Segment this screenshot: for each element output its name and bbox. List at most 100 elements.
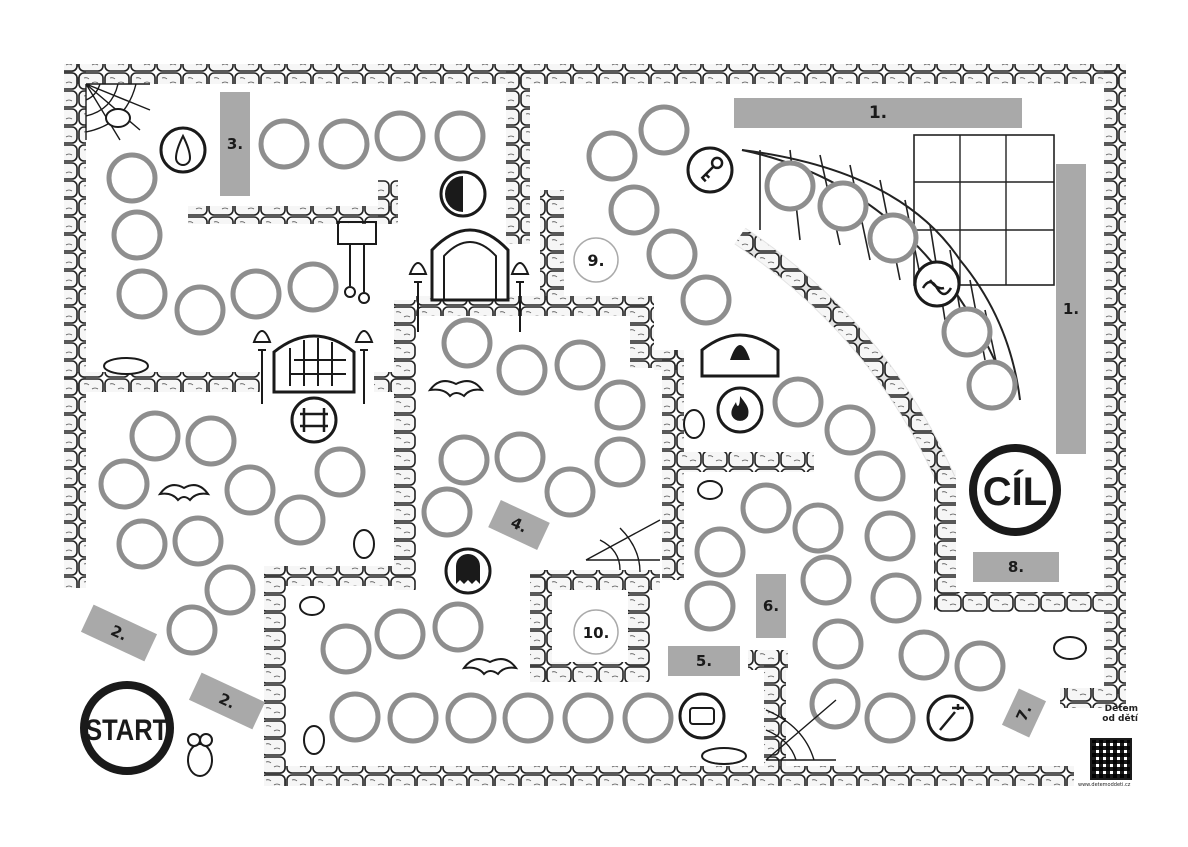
magic-wand-icon [939, 704, 964, 731]
board-space[interactable] [694, 526, 746, 578]
board-space[interactable] [129, 410, 181, 462]
board-space[interactable] [562, 692, 614, 744]
board-space[interactable] [496, 344, 548, 396]
board-space[interactable] [438, 434, 490, 486]
water-drop-space[interactable] [159, 126, 207, 174]
board-space[interactable] [898, 629, 950, 681]
board-space[interactable] [111, 209, 163, 261]
board-space[interactable] [594, 379, 646, 431]
board-space[interactable] [314, 446, 366, 498]
board-space[interactable] [554, 339, 606, 391]
board-space[interactable] [812, 618, 864, 670]
treasure-space[interactable] [678, 692, 726, 740]
finish-space[interactable]: CÍL [969, 444, 1061, 536]
board-space[interactable] [434, 110, 486, 162]
board-space[interactable] [116, 518, 168, 570]
decorations [85, 83, 1087, 777]
board-space[interactable] [870, 572, 922, 624]
torch-icon [252, 262, 530, 404]
path-label-6: 6. [762, 597, 780, 615]
board-space[interactable] [586, 130, 638, 182]
board-space[interactable] [318, 118, 370, 170]
board-space[interactable] [502, 692, 554, 744]
board-space[interactable] [622, 692, 674, 744]
wall-top-divider [506, 64, 530, 244]
board-space[interactable] [740, 482, 792, 534]
wall-chain [188, 206, 396, 224]
ghost-icon [456, 554, 480, 584]
rope-knot-icon [921, 279, 953, 296]
board-space[interactable] [445, 692, 497, 744]
wall-top-divider-lower [540, 190, 564, 300]
board-space[interactable] [374, 608, 426, 660]
board-space[interactable] [792, 502, 844, 554]
board-space[interactable] [421, 486, 473, 538]
board-space[interactable] [954, 640, 1006, 692]
board-space[interactable] [116, 268, 168, 320]
ghost-space[interactable] [444, 547, 492, 595]
board-space[interactable] [864, 510, 916, 562]
board-space[interactable] [387, 692, 439, 744]
board-space[interactable] [224, 464, 276, 516]
magic-wand-space[interactable] [926, 694, 974, 742]
board-space[interactable] [258, 118, 310, 170]
board-space[interactable] [680, 274, 732, 326]
brand-name-line1: Dětem [1104, 704, 1138, 714]
outer-wall-top [64, 64, 1126, 84]
path-label-3: 3. [226, 135, 244, 153]
bat-icon [157, 380, 519, 676]
board-space[interactable] [966, 359, 1018, 411]
board-space[interactable] [854, 450, 906, 502]
board-space[interactable] [98, 458, 150, 510]
board-space[interactable] [772, 376, 824, 428]
board-space[interactable] [824, 404, 876, 456]
board-space[interactable] [817, 180, 869, 232]
key-space[interactable] [686, 146, 734, 194]
room-10-label: 10. [583, 624, 610, 642]
board-space[interactable] [809, 678, 861, 730]
gate-icon [300, 408, 328, 432]
board-space[interactable] [374, 110, 426, 162]
board-space[interactable] [287, 261, 339, 313]
rope-knot-space[interactable] [913, 260, 961, 308]
board-space[interactable] [432, 601, 484, 653]
board-space[interactable] [646, 228, 698, 280]
board-space[interactable] [166, 604, 218, 656]
board-space[interactable] [608, 184, 660, 236]
board-space[interactable] [174, 284, 226, 336]
board-space[interactable] [185, 415, 237, 467]
board-space[interactable] [544, 466, 596, 518]
wall-right-vertical [934, 470, 956, 610]
board-space[interactable] [867, 212, 919, 264]
wall-mid-vertical [630, 296, 654, 368]
start-space[interactable]: START [80, 681, 174, 775]
board-space[interactable] [864, 692, 916, 744]
fire-space[interactable] [716, 386, 764, 434]
board-space[interactable] [329, 691, 381, 743]
board-space[interactable] [800, 554, 852, 606]
board-space[interactable] [941, 306, 993, 358]
board-space[interactable] [684, 580, 736, 632]
board-space[interactable] [320, 623, 372, 675]
board-space[interactable] [106, 152, 158, 204]
half-moon-space[interactable] [439, 170, 487, 218]
brand-logo: Dětem od dětí [1088, 704, 1138, 724]
board-space[interactable] [638, 104, 690, 156]
stone-walls [64, 64, 1126, 786]
board-space[interactable] [764, 160, 816, 212]
board-space[interactable] [494, 431, 546, 483]
board-space[interactable] [204, 564, 256, 616]
qr-code [1090, 738, 1132, 780]
board-space[interactable] [274, 494, 326, 546]
board-space[interactable] [172, 515, 224, 567]
brand-name-line2: od dětí [1102, 714, 1138, 724]
board-space[interactable] [594, 436, 646, 488]
gate-space[interactable] [290, 396, 338, 444]
wall-lower-left-top [264, 566, 414, 586]
spider-web-icon [85, 83, 837, 761]
room-10-space[interactable]: 10. [573, 609, 619, 655]
room-9-label: 9. [587, 251, 604, 270]
board-space[interactable] [230, 268, 282, 320]
room-9-space[interactable]: 9. [573, 237, 619, 283]
board-space[interactable] [441, 317, 493, 369]
